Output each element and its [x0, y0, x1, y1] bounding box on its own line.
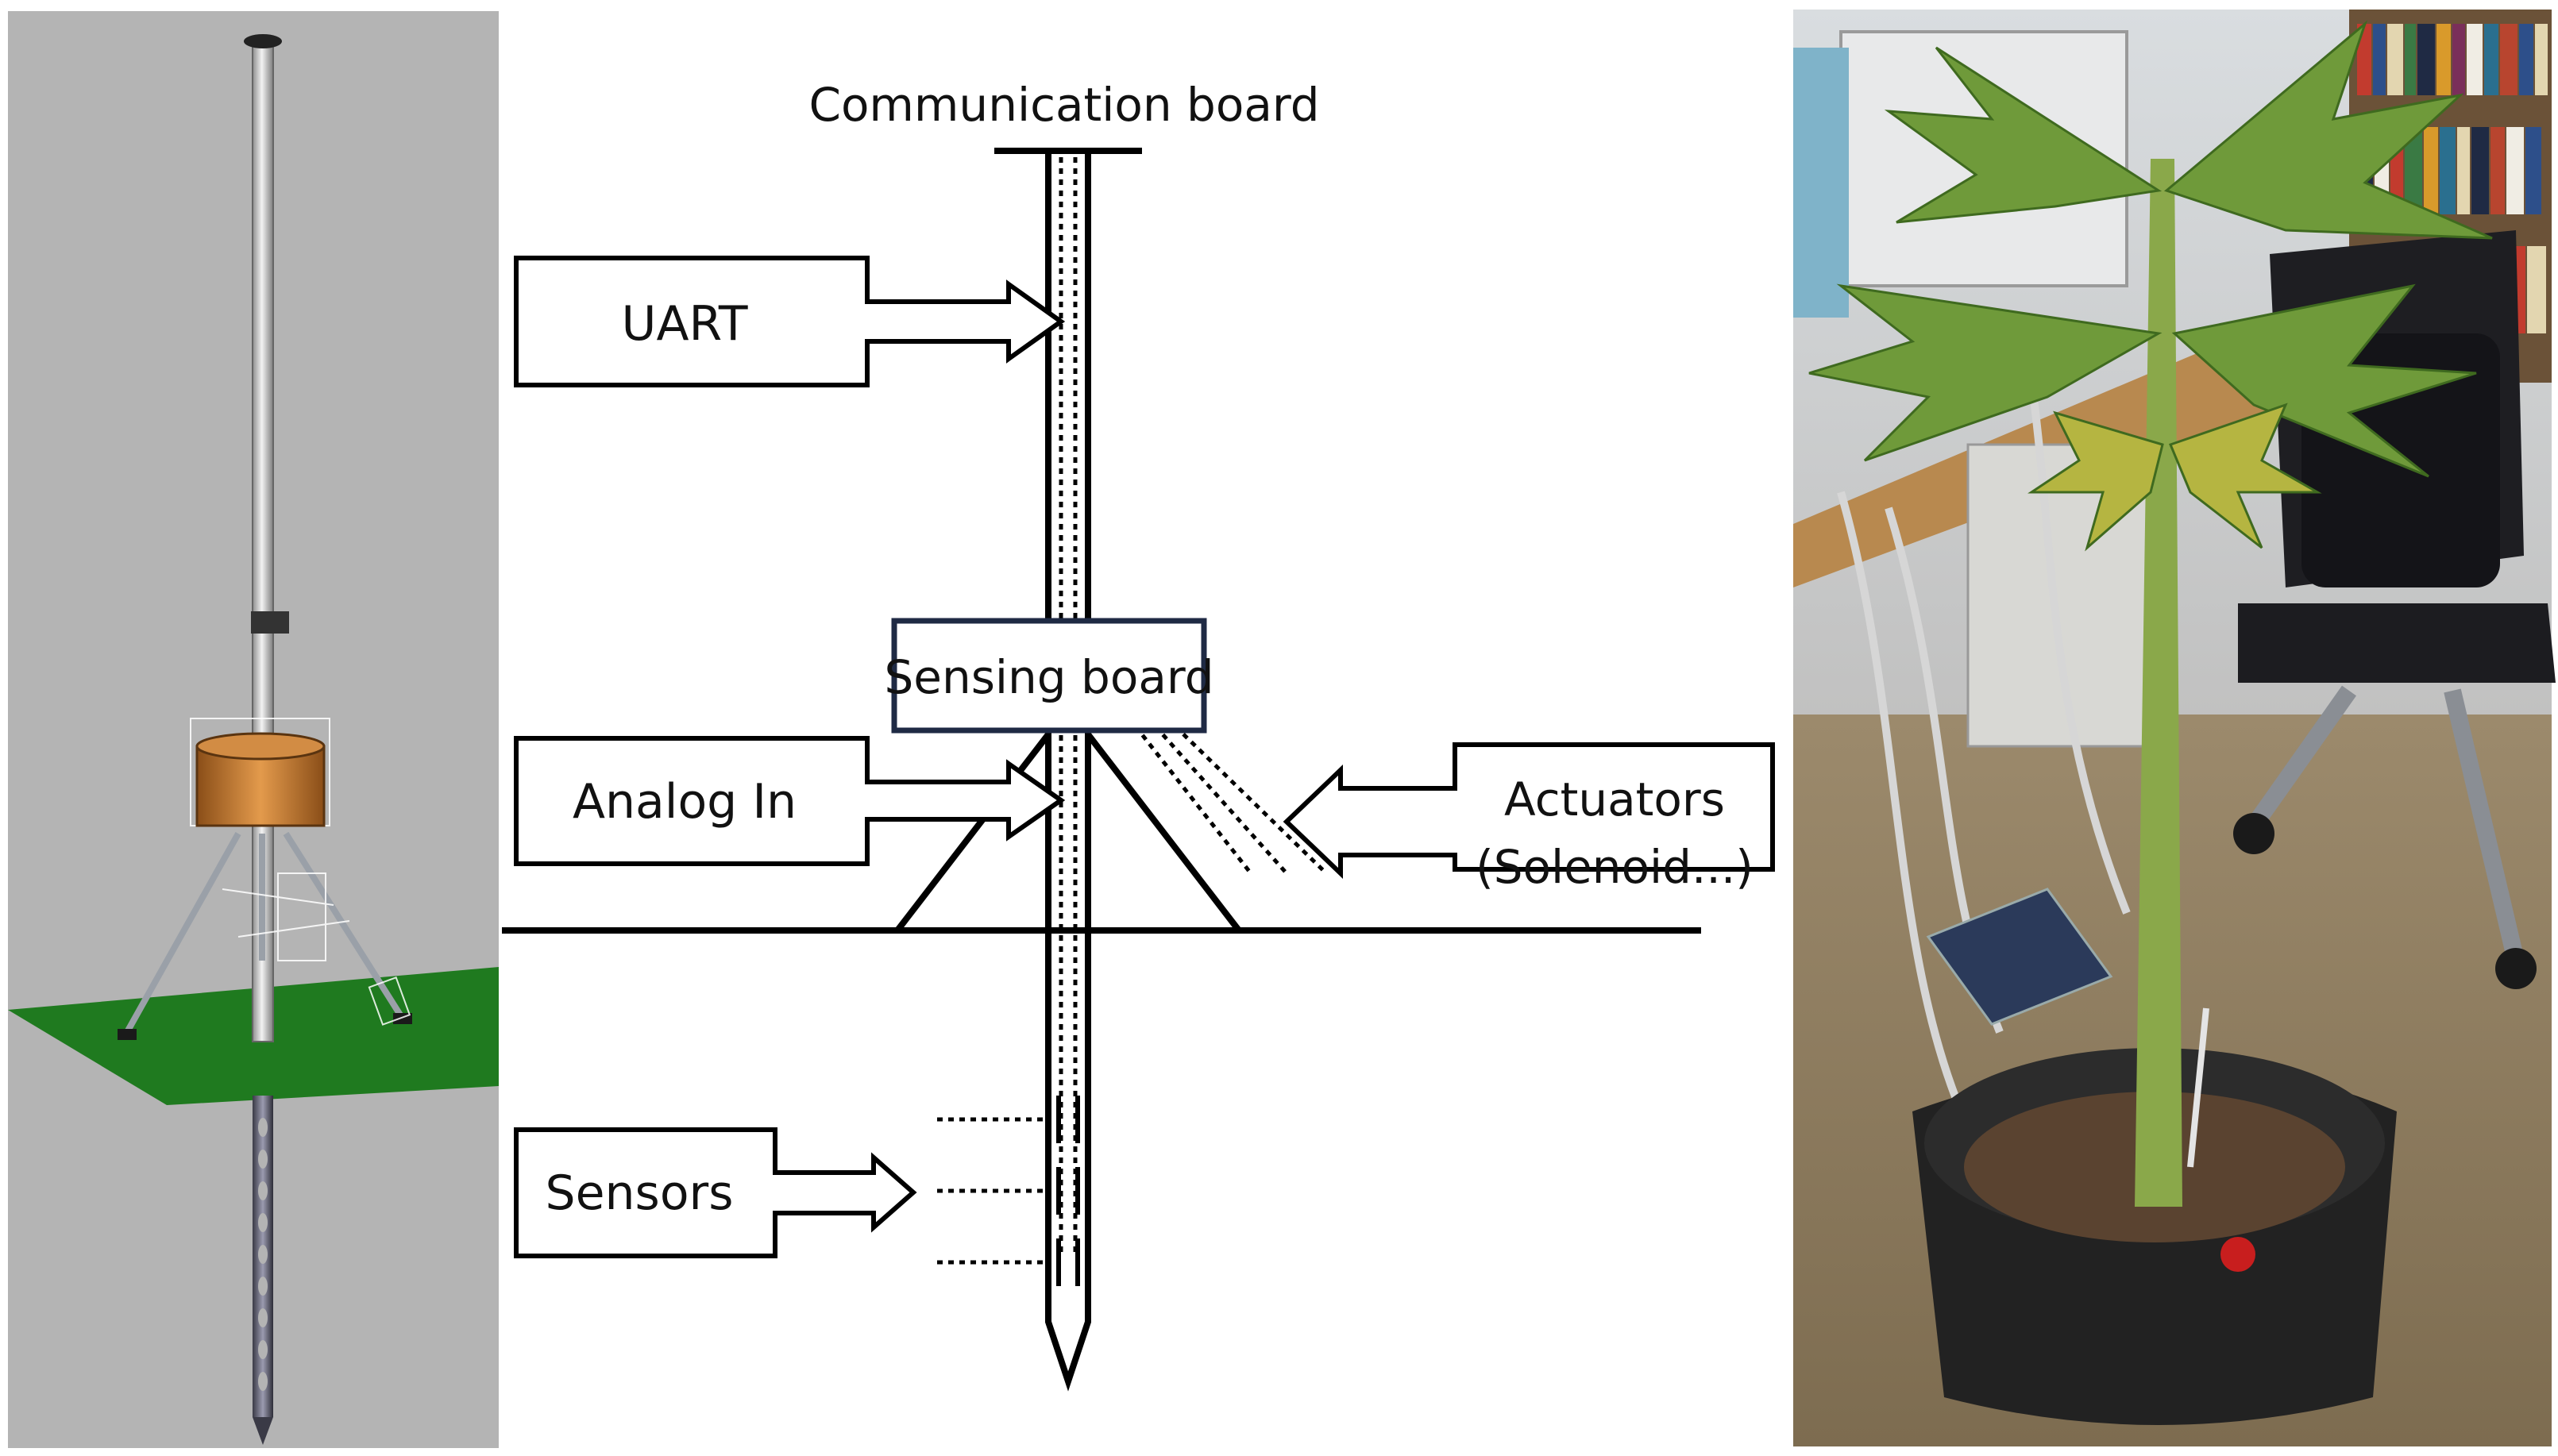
- probe-body: [1045, 151, 1091, 1392]
- uart-arrow: [514, 256, 1066, 387]
- actuators-arrow: [1283, 742, 1775, 880]
- monitor-edge: [1793, 48, 1849, 318]
- mast-cap: [244, 34, 282, 48]
- papaya-plant: [1808, 20, 2493, 1207]
- spike-tip: [253, 1417, 273, 1445]
- actuators-label: Actuators: [1504, 772, 1725, 826]
- solar-panel: [1926, 888, 2113, 1026]
- actuators-sublabel: (Solenoid...): [1476, 840, 1754, 894]
- sensor-leads: [937, 1117, 1048, 1265]
- system-block-diagram: Communication board UART Sensing board A…: [500, 0, 1787, 1456]
- cad-model-panel: [0, 0, 500, 1456]
- communication-board-label: Communication board: [808, 78, 1319, 132]
- support-right: [1085, 732, 1242, 933]
- spike-holes: [258, 1118, 268, 1391]
- sensing-board-box: [891, 618, 1207, 734]
- mast-clamp: [251, 611, 289, 634]
- sensing-board-label: Sensing board: [884, 650, 1213, 704]
- tripod-legs: [124, 831, 404, 1034]
- sensor-probe-red: [2220, 1237, 2255, 1272]
- sensors-label: Sensors: [546, 1165, 734, 1221]
- sensors-arrow: [514, 1127, 917, 1258]
- block-diagram-svg: Communication board UART Sensing board A…: [502, 78, 1775, 1392]
- analog-in-arrow: [514, 736, 1066, 866]
- enclosure-lid: [195, 732, 326, 761]
- cad-model-render: [8, 11, 499, 1448]
- analog-in-label: Analog In: [573, 774, 797, 830]
- electronics-enclosure: [195, 745, 326, 827]
- deployment-photo-illustration: [1793, 10, 2556, 1446]
- moisture-stake: [2187, 1007, 2209, 1168]
- deployment-photo: [1793, 0, 2558, 1456]
- support-left: [894, 732, 1051, 933]
- uart-label: UART: [622, 296, 748, 352]
- actuator-lines: [1134, 725, 1328, 875]
- sensor-electrodes: [1056, 1096, 1080, 1286]
